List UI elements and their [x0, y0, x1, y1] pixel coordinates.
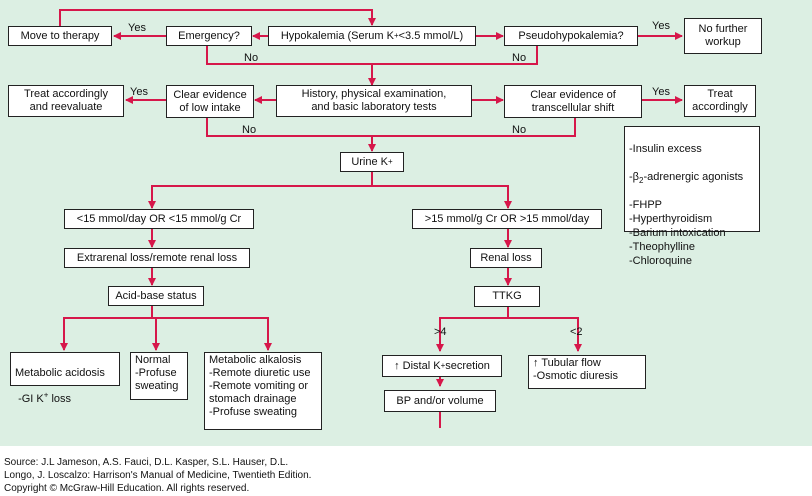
met-acidosis-line1: Metabolic acidosis: [15, 367, 105, 379]
urine-k-text-pre: Urine K: [351, 155, 388, 168]
met-acidosis-line2-post: loss: [48, 393, 72, 405]
metabolic-alkalosis-box: Metabolic alkalosis -Remote diuretic use…: [204, 352, 322, 430]
hypokalemia-text-post: <3.5 mmol/L): [398, 29, 464, 42]
history-box: History, physical examination, and basic…: [276, 85, 472, 117]
extrarenal-box: Extrarenal loss/remote renal loss: [64, 248, 250, 268]
pseudohypokalemia-box: Pseudohypokalemia?: [504, 26, 638, 46]
shift-causes-box: -Insulin excess -β2-adrenergic agonists …: [624, 126, 760, 267]
label-yes-intake: Yes: [130, 86, 148, 98]
line-acid-right: [152, 317, 272, 351]
met-acidosis-line2-sup: +: [43, 390, 49, 400]
label-gt4: >4: [434, 326, 447, 338]
cause-beta-pre: -β: [629, 171, 639, 183]
met-acidosis-line2-pre: -GI K: [18, 393, 44, 405]
label-yes-shift: Yes: [652, 86, 670, 98]
emergency-box: Emergency?: [166, 26, 252, 46]
ttkg-box: TTKG: [474, 286, 540, 307]
metabolic-acidosis-box: Metabolic acidosis -GI K+ loss: [10, 352, 120, 405]
line-urine-right: [372, 185, 512, 209]
source-citation: Source: J.L Jameson, A.S. Fauci, D.L. Ka…: [4, 457, 312, 494]
flowchart: Move to therapy Emergency? Hypokalemia (…: [0, 0, 812, 446]
line-ttkg-split: [436, 307, 509, 352]
bp-volume-box: BP and/or volume: [384, 390, 496, 412]
hypokalemia-text-pre: Hypokalemia (Serum K: [280, 29, 394, 42]
low-intake-box: Clear evidence of low intake: [166, 85, 254, 118]
distal-secretion-box: ↑ Distal K+ secretion: [382, 355, 502, 377]
cause-beta-agonists: -β2-adrenergic agonists: [629, 170, 755, 186]
cause-others: -FHPP -Hyperthyroidism -Barium intoxicat…: [629, 199, 726, 267]
line-top-loop: [59, 9, 376, 28]
met-acidosis-line2: -GI K+ loss: [15, 390, 115, 406]
hypokalemia-box: Hypokalemia (Serum K+ <3.5 mmol/L): [268, 26, 476, 46]
no-further-workup-box: No further workup: [684, 18, 762, 54]
low-urine-box: <15 mmol/day OR <15 mmol/g Cr: [64, 209, 254, 229]
distal-text-pre: ↑ Distal K: [394, 359, 441, 372]
treat-reevaluate-box: Treat accordingly and reevaluate: [8, 85, 124, 117]
label-no-emergency: No: [244, 52, 259, 64]
renal-loss-box: Renal loss: [470, 248, 542, 268]
acid-base-box: Acid-base status: [108, 286, 204, 306]
line-row2-no: [206, 118, 576, 137]
label-no-pseudo: No: [512, 52, 527, 64]
label-yes-pseudo: Yes: [652, 20, 670, 32]
line-ttkg-right: [508, 317, 582, 352]
label-yes-emergency: Yes: [128, 22, 146, 34]
distal-text-post: secretion: [445, 359, 490, 372]
label-no-shift: No: [512, 124, 527, 136]
high-urine-box: >15 mmol/g Cr OR >15 mmol/day: [412, 209, 602, 229]
label-lt2: <2: [570, 326, 583, 338]
cause-beta-post: -adrenergic agonists: [643, 171, 744, 183]
connector-lines: [59, 9, 683, 428]
urine-k-box: Urine K+: [340, 152, 404, 172]
line-urine-split: [148, 172, 373, 209]
treat-accordingly-box: Treat accordingly: [684, 85, 756, 117]
cause-insulin: -Insulin excess: [629, 143, 702, 155]
normal-box: Normal -Profuse sweating: [130, 352, 188, 400]
cause-beta-sub: 2: [639, 176, 644, 186]
transcellular-box: Clear evidence of transcellular shift: [504, 85, 642, 118]
line-acid-split: [60, 305, 153, 351]
move-to-therapy-box: Move to therapy: [8, 26, 112, 46]
label-no-intake: No: [242, 124, 257, 136]
tubular-flow-box: ↑ Tubular flow -Osmotic diuresis: [528, 355, 646, 389]
